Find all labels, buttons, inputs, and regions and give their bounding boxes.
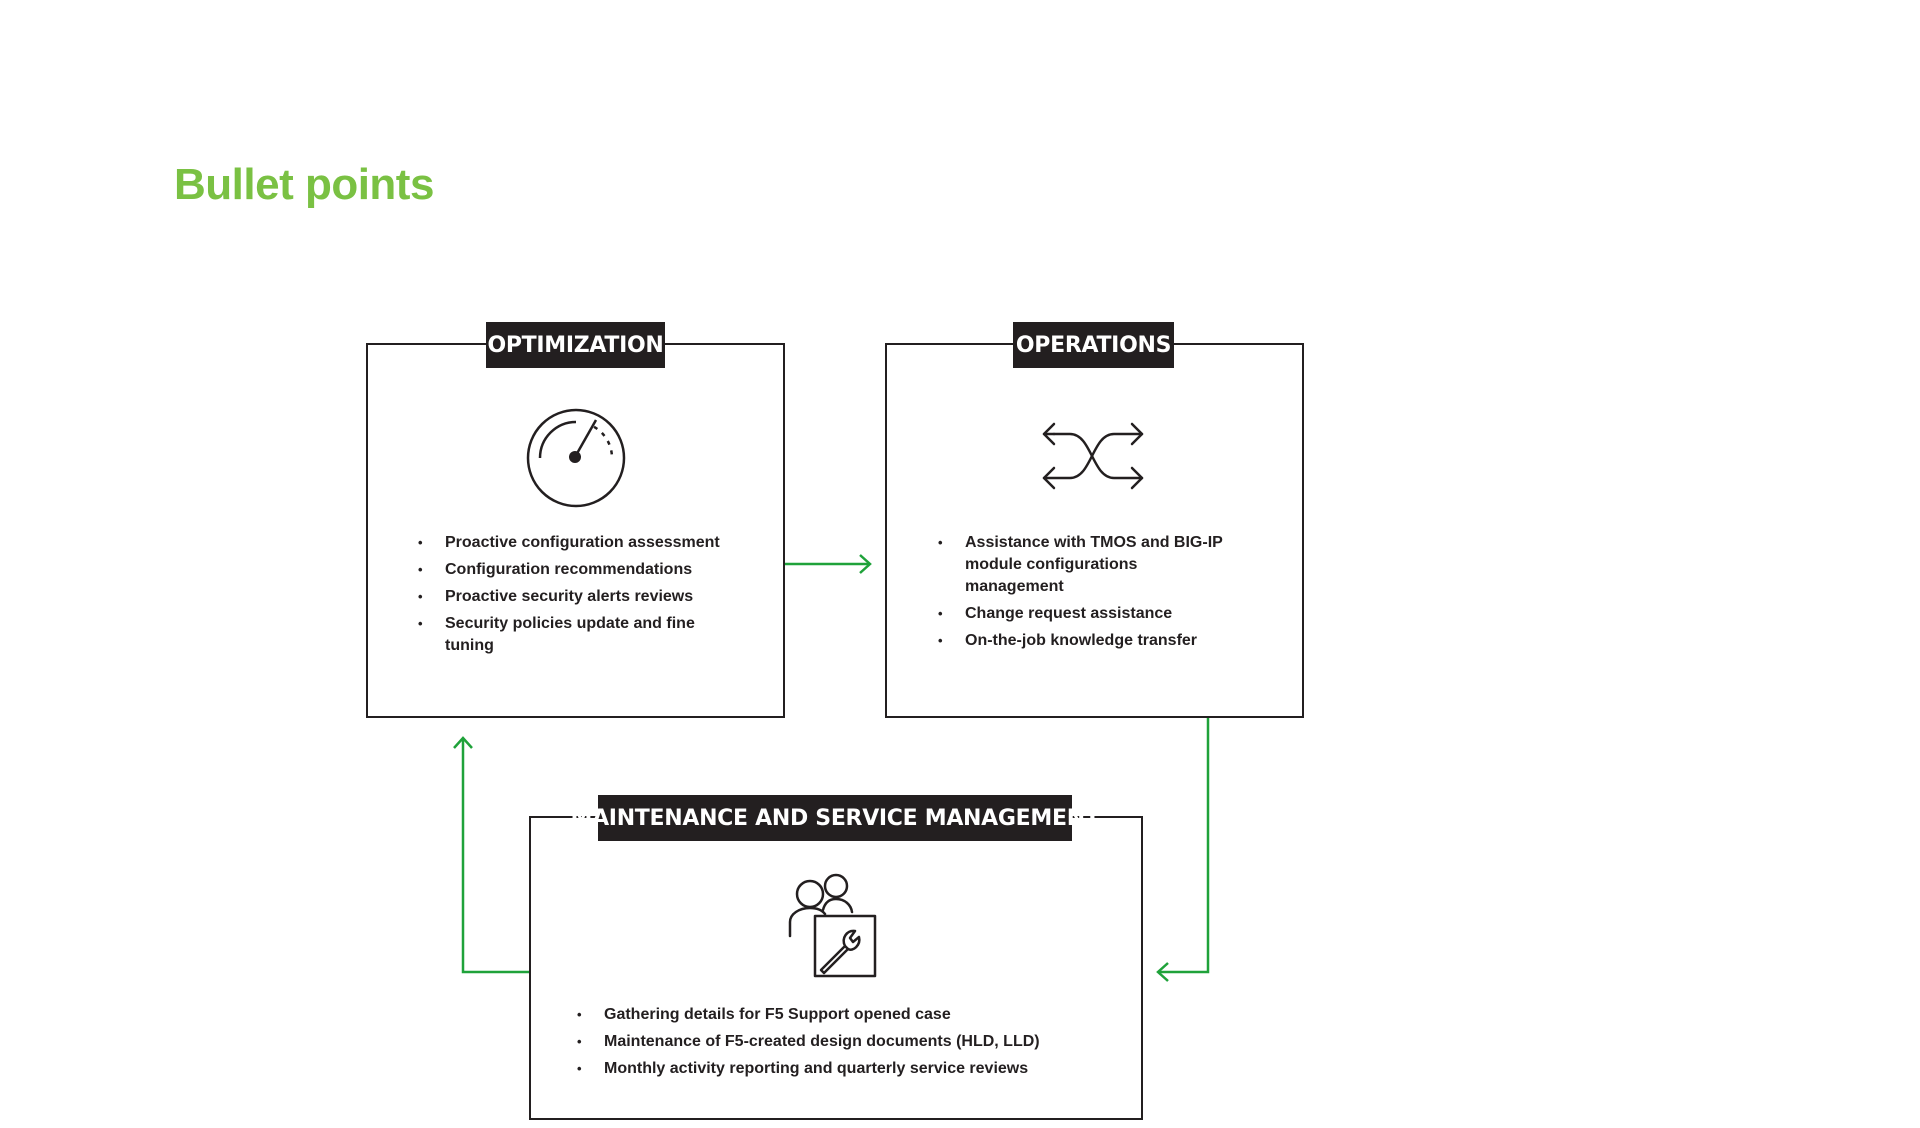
maintenance-bullet-list: Gathering details for F5 Support opened … bbox=[577, 1004, 1117, 1085]
operations-box bbox=[885, 343, 1304, 718]
list-item: Change request assistance bbox=[938, 603, 1238, 625]
list-item: Maintenance of F5-created design documen… bbox=[577, 1031, 1117, 1053]
arrow-maintenance-to-optimization bbox=[453, 736, 530, 974]
operations-bullet-list: Assistance with TMOS and BIG-IP module c… bbox=[938, 532, 1238, 657]
maintenance-label: MAINTENANCE AND SERVICE MANAGEMENT bbox=[570, 795, 1100, 841]
arrow-optimization-to-operations bbox=[783, 554, 872, 574]
optimization-label: OPTIMIZATION bbox=[486, 322, 665, 368]
list-item: Monthly activity reporting and quarterly… bbox=[577, 1058, 1117, 1080]
list-item: Gathering details for F5 Support opened … bbox=[577, 1004, 1117, 1026]
speedometer-icon bbox=[526, 408, 626, 508]
page-title: Bullet points bbox=[174, 160, 434, 209]
list-item: Configuration recommendations bbox=[418, 559, 743, 581]
shuffle-arrows-icon bbox=[1042, 422, 1144, 490]
list-item: Assistance with TMOS and BIG-IP module c… bbox=[938, 532, 1238, 598]
list-item: Proactive configuration assessment bbox=[418, 532, 743, 554]
list-item: On-the-job knowledge transfer bbox=[938, 630, 1238, 652]
operations-label: OPERATIONS bbox=[1013, 322, 1174, 368]
list-item: Security policies update and fine tuning bbox=[418, 613, 743, 657]
arrow-operations-to-maintenance bbox=[1156, 717, 1210, 982]
users-wrench-icon bbox=[788, 873, 877, 978]
optimization-bullet-list: Proactive configuration assessment Confi… bbox=[418, 532, 743, 662]
list-item: Proactive security alerts reviews bbox=[418, 586, 743, 608]
